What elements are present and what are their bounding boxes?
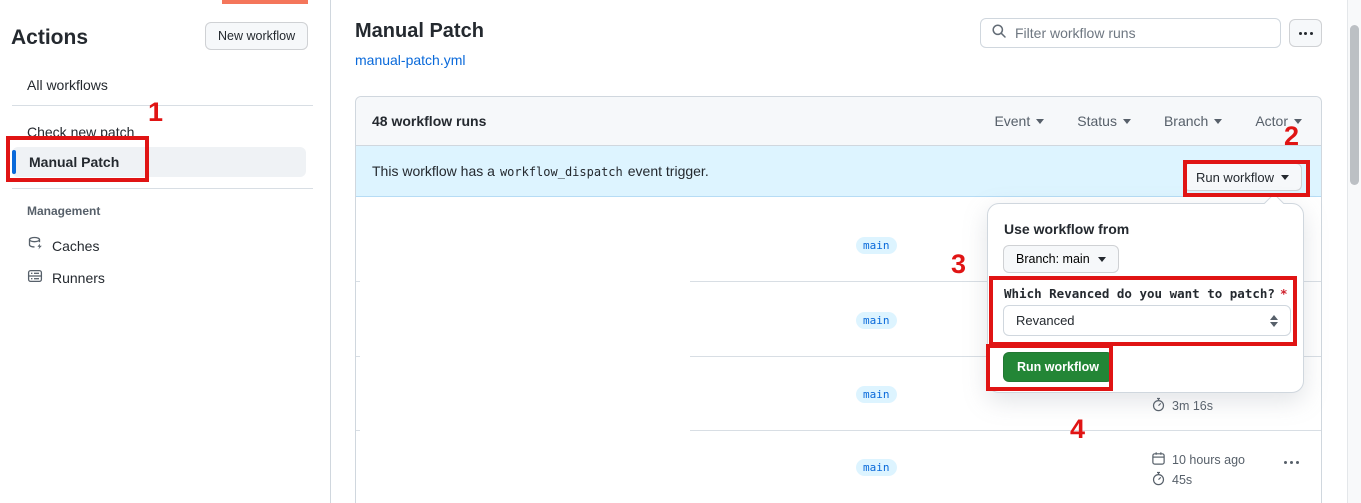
chevron-down-icon bbox=[1294, 118, 1302, 124]
branch-badge[interactable]: main bbox=[856, 459, 897, 476]
workflow-run-row[interactable]: main 10 hours ago bbox=[356, 430, 1321, 502]
runs-filters: Event Status Branch Actor bbox=[994, 113, 1305, 129]
stopwatch-icon bbox=[1151, 471, 1166, 489]
sidebar-item-manual-patch[interactable]: Manual Patch bbox=[12, 147, 306, 177]
calendar-icon bbox=[1151, 451, 1166, 469]
workflow-file-link[interactable]: manual-patch.yml bbox=[355, 52, 466, 68]
required-asterisk: * bbox=[1279, 286, 1288, 301]
run-workflow-dropdown-button[interactable]: Run workflow bbox=[1182, 163, 1302, 191]
workflow-options-kebab-button[interactable] bbox=[1289, 19, 1322, 47]
chevron-down-icon bbox=[1122, 118, 1131, 124]
filter-event[interactable]: Event bbox=[994, 113, 1045, 129]
workflow-run-row[interactable]: main bbox=[356, 197, 1321, 281]
sidebar-item-runners[interactable]: Runners bbox=[27, 268, 105, 287]
scrollbar-thumb[interactable] bbox=[1350, 25, 1359, 185]
filter-actor[interactable]: Actor bbox=[1255, 113, 1302, 129]
cache-icon bbox=[27, 236, 43, 255]
sidebar-divider bbox=[12, 105, 313, 106]
filter-label: Branch bbox=[1163, 113, 1209, 129]
run-duration: 45s bbox=[1172, 473, 1193, 487]
chevron-down-icon bbox=[1281, 174, 1289, 180]
select-updown-icon bbox=[1270, 314, 1278, 327]
selected-accent-bar bbox=[12, 150, 16, 174]
page-title: Manual Patch bbox=[355, 20, 484, 42]
chevron-down-icon bbox=[1097, 256, 1106, 262]
workflows-sidebar: Actions New workflow All workflows Check… bbox=[0, 0, 331, 503]
run-date: 10 hours ago bbox=[1172, 453, 1245, 467]
annotation-remnant-strip bbox=[222, 0, 308, 4]
run-duration: 3m 16s bbox=[1172, 399, 1213, 413]
stopwatch-icon bbox=[1151, 397, 1166, 415]
kebab-icon bbox=[1298, 31, 1313, 35]
filter-branch[interactable]: Branch bbox=[1163, 113, 1223, 129]
branch-badge[interactable]: main bbox=[856, 237, 897, 254]
sidebar-item-label: Runners bbox=[52, 269, 105, 286]
branch-badge[interactable]: main bbox=[856, 312, 897, 329]
run-workflow-submit-button[interactable]: Run workflow bbox=[1003, 352, 1113, 382]
revanced-select[interactable]: Revanced bbox=[1003, 305, 1291, 336]
server-icon bbox=[27, 268, 43, 287]
run-options-kebab-button[interactable] bbox=[1284, 461, 1299, 464]
sidebar-item-check-new-patch[interactable]: Check new patch bbox=[27, 124, 135, 140]
search-input[interactable] bbox=[1015, 25, 1270, 41]
sidebar-item-caches[interactable]: Caches bbox=[27, 236, 99, 255]
branch-select-button[interactable]: Branch: main bbox=[1003, 245, 1119, 273]
runs-count: 48 workflow runs bbox=[372, 113, 487, 129]
filter-runs-searchbox[interactable] bbox=[980, 18, 1281, 48]
page-scrollbar bbox=[1347, 0, 1361, 503]
branch-badge[interactable]: main bbox=[856, 386, 897, 403]
sidebar-title: Actions bbox=[11, 26, 89, 49]
runs-list-header: 48 workflow runs Event Status Branch Act… bbox=[356, 97, 1321, 146]
use-workflow-from-label: Use workflow from bbox=[1004, 221, 1130, 237]
new-workflow-button[interactable]: New workflow bbox=[205, 22, 309, 50]
sidebar-divider bbox=[12, 188, 313, 189]
branch-select-label: Branch: main bbox=[1016, 252, 1090, 266]
filter-status[interactable]: Status bbox=[1077, 113, 1131, 129]
management-section-label: Management bbox=[27, 204, 101, 218]
filter-label: Actor bbox=[1255, 113, 1288, 129]
workflow-input-label: Which Revanced do you want to patch?* bbox=[1004, 286, 1288, 301]
sidebar-item-label: Manual Patch bbox=[29, 154, 120, 170]
run-meta: 3m 16s bbox=[1151, 396, 1213, 416]
chevron-down-icon bbox=[1036, 118, 1045, 124]
chevron-down-icon bbox=[1214, 118, 1223, 124]
filter-label: Status bbox=[1077, 113, 1117, 129]
run-meta: 10 hours ago 45s bbox=[1151, 450, 1245, 490]
run-workflow-dropdown-panel: Use workflow from Branch: main Which Rev… bbox=[987, 193, 1304, 393]
select-value: Revanced bbox=[1016, 313, 1075, 328]
run-workflow-label: Run workflow bbox=[1195, 169, 1274, 185]
sidebar-item-label: Caches bbox=[52, 237, 100, 254]
filter-label: Event bbox=[994, 113, 1031, 129]
search-icon bbox=[991, 23, 1007, 44]
code-workflow-dispatch: workflow_dispatch bbox=[499, 165, 623, 179]
sidebar-item-all-workflows[interactable]: All workflows bbox=[27, 77, 108, 93]
